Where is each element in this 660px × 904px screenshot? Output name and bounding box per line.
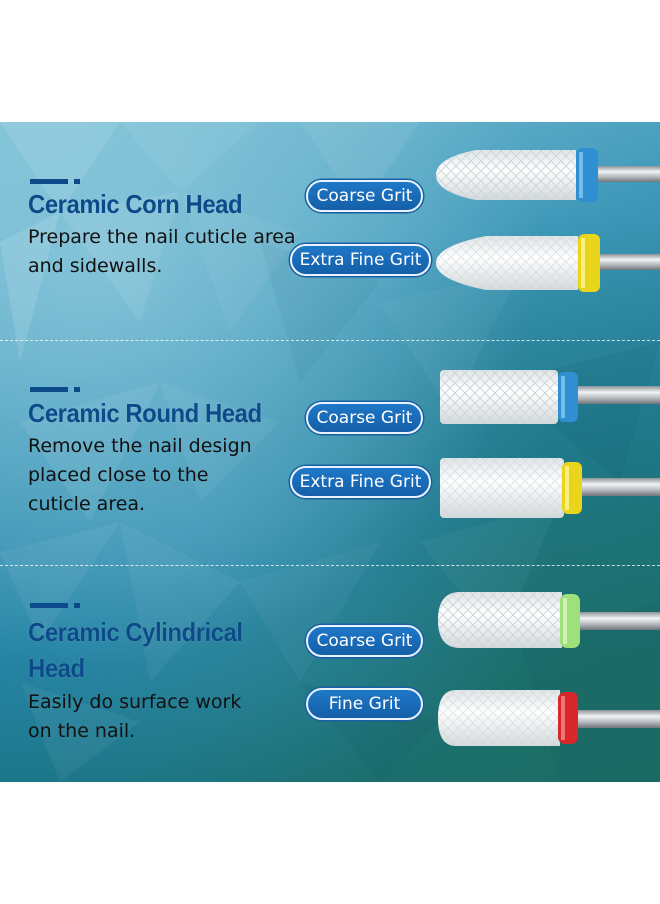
section-title: Ceramic Corn Head [28,189,243,220]
corn-head-bit-coarse [436,148,660,202]
section-title-line: Ceramic Round Head [28,398,262,428]
grit-label-pill: Coarse Grit [306,625,423,657]
description-line: placed close to the [28,464,209,486]
corn-head-bit-extra-fine [436,234,660,292]
grit-label-pill: Extra Fine Grit [290,244,431,276]
description-line: Prepare the nail cuticle area [28,226,296,248]
grit-label-pill: Coarse Grit [306,180,423,212]
section-divider [0,565,660,566]
description-line: cuticle area. [28,493,146,515]
round-head-bit-extra-fine [440,458,660,518]
heading-accent-dot [74,387,80,392]
cylindrical-head-bit-coarse [438,592,660,648]
heading-accent-bar [30,179,68,184]
section-title-line: Ceramic Cylindrical [28,617,243,647]
grit-label-pill: Coarse Grit [306,402,423,434]
grit-label-pill: Extra Fine Grit [290,466,431,498]
heading-accent-bar [30,387,68,392]
section-divider [0,340,660,341]
heading-accent-dot [74,179,80,184]
heading-accent-bar [30,603,68,608]
section-description: Prepare the nail cuticle area and sidewa… [28,223,296,281]
grit-label-pill: Fine Grit [306,688,423,720]
section-description: Remove the nail design placed close to t… [28,432,252,519]
description-line: Easily do surface work [28,691,242,713]
round-head-bit-coarse [440,370,660,424]
description-line: on the nail. [28,720,136,742]
heading-accent-dot [74,603,80,608]
section-title: Ceramic Cylindrical Head [28,614,243,686]
section-title: Ceramic Round Head [28,398,262,429]
section-title-line: Head [28,653,85,683]
cylindrical-head-bit-fine [438,690,660,746]
product-feature-panel: Ceramic Corn Head Prepare the nail cutic… [0,122,660,782]
description-line: and sidewalls. [28,255,163,277]
description-line: Remove the nail design [28,435,252,457]
section-description: Easily do surface work on the nail. [28,688,241,746]
section-title-line: Ceramic Corn Head [28,189,243,219]
